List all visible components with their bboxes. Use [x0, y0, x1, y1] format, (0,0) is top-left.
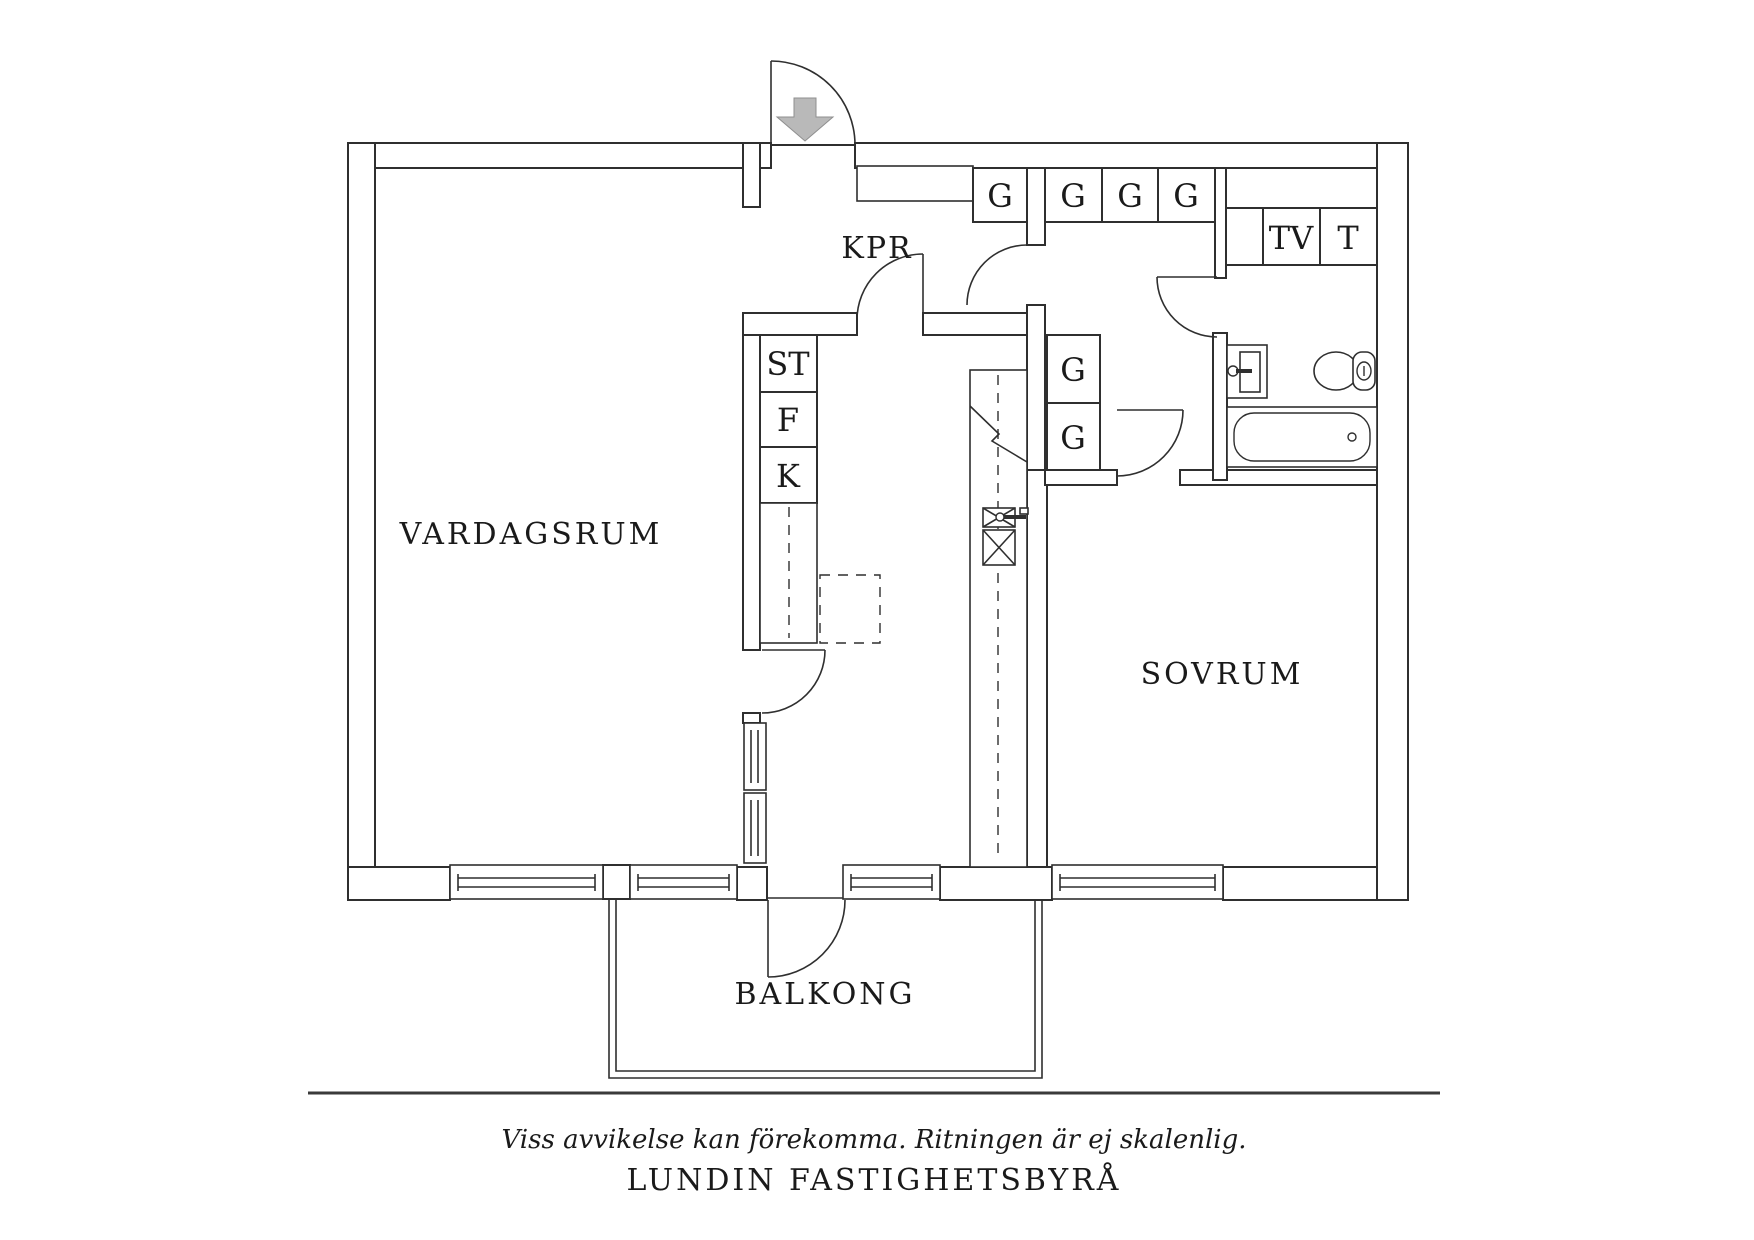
entrance-arrow-icon: [775, 97, 835, 142]
cabinet-label-tv: TV: [1269, 219, 1314, 257]
cabinet-label-st: ST: [766, 345, 810, 383]
window: [629, 864, 738, 900]
balcony-door: [767, 899, 846, 978]
kitchen-counter-right: [969, 369, 1029, 868]
entrance-door: [770, 60, 856, 146]
bathroom-sink: [1226, 344, 1268, 399]
room-label-hall-kpr: KPR: [841, 231, 912, 266]
living-room-door: [761, 649, 826, 714]
cabinet-label-t: T: [1337, 219, 1359, 257]
cabinet-label-f: F: [777, 401, 799, 439]
bathtub: [1226, 406, 1378, 468]
room-label-living-room: VARDAGSRUM: [399, 517, 663, 552]
footer-brand: LUNDIN FASTIGHETSBYRÅ: [627, 1162, 1122, 1198]
wardrobe-closets: [972, 167, 1216, 471]
closet-label-g: G: [1117, 177, 1143, 215]
bathtub-drain-icon: [1347, 432, 1357, 442]
footer-disclaimer: Viss avvikelse kan förekomma. Ritningen …: [501, 1125, 1246, 1155]
window: [842, 864, 941, 900]
window: [1051, 864, 1224, 900]
window: [449, 864, 604, 900]
closet-label-g: G: [1060, 351, 1086, 389]
bathroom-door: [1156, 276, 1218, 338]
outer-walls: [347, 142, 1409, 901]
corridor-door: [966, 244, 1028, 306]
kitchen-door: [856, 253, 924, 321]
closet-label-g: G: [1060, 419, 1086, 457]
balcony-railing: [608, 900, 1043, 1079]
kitchen-tall-cabinets: [759, 334, 818, 504]
cabinet-label-k: K: [776, 457, 801, 495]
kitchen-faucet-icon: [995, 507, 1029, 522]
room-label-bedroom: SOVRUM: [1141, 657, 1304, 692]
sidelight-window: [743, 722, 767, 864]
kitchen-counter-left: [759, 502, 881, 644]
closet-label-g: G: [1060, 177, 1086, 215]
interior-walls: [742, 142, 1378, 868]
closet-label-g: G: [1173, 177, 1199, 215]
room-label-balcony: BALKONG: [734, 977, 915, 1012]
laundry-cabinets: [1225, 207, 1378, 266]
bedroom-door: [1116, 409, 1184, 477]
toilet: [1313, 351, 1376, 391]
closet-label-g: G: [987, 177, 1013, 215]
